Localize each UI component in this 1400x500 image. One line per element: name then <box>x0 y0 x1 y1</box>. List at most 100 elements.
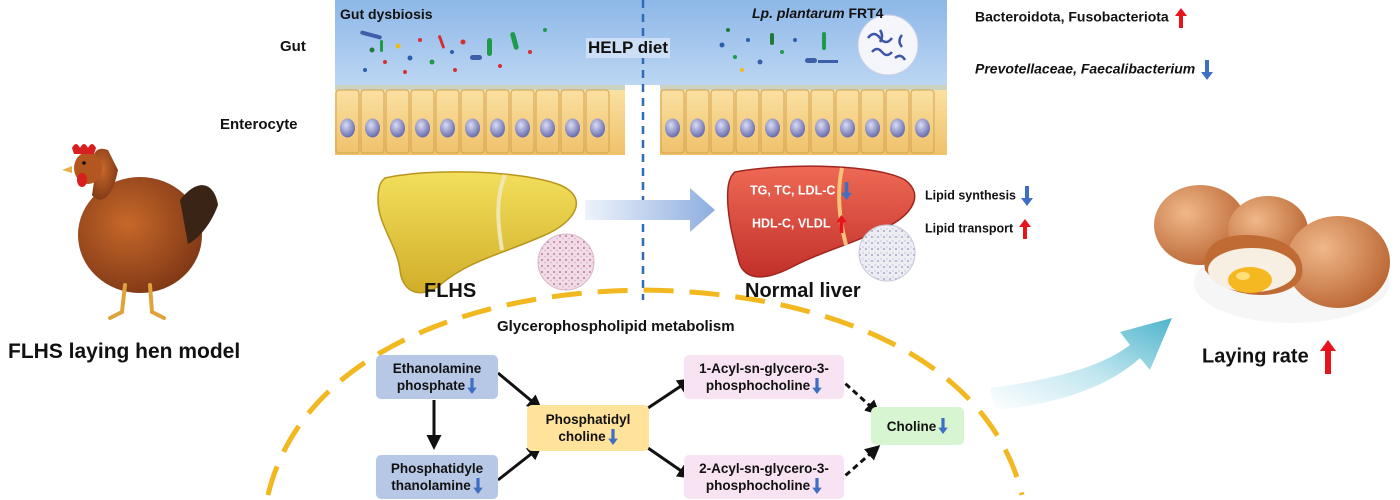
laying-rate-text: Laying rate <box>1202 345 1309 368</box>
microbiota-down-text: Prevotellaceae, Faecalibacterium <box>975 60 1196 77</box>
cell-nucleus <box>740 118 755 138</box>
enterocyte-cell <box>735 89 760 154</box>
flhs-label: FLHS <box>424 280 477 302</box>
eggs-icon <box>1154 185 1390 323</box>
transition-arrow-icon <box>585 188 715 232</box>
cell-nucleus <box>515 118 530 138</box>
ethanolamine-phosphate-line1: Ethanolamine <box>392 360 482 376</box>
help-diet-label: HELP diet <box>586 38 670 58</box>
big-curved-arrow-icon <box>990 318 1172 410</box>
lpc-2-acyl-line2: phosphocholine <box>705 477 811 493</box>
cell-nucleus <box>540 118 555 138</box>
lpc-1-acyl-line2: phosphocholine <box>705 377 811 393</box>
enterocyte-cell <box>560 89 585 154</box>
gut-dysbiosis-label: Gut dysbiosis <box>340 6 433 22</box>
bacteria-icon <box>360 28 547 74</box>
enterocyte-cell <box>460 89 485 154</box>
arrow-down-icon <box>812 478 822 495</box>
cell-nucleus <box>465 118 480 138</box>
cell-nucleus <box>840 118 855 138</box>
lpc-1-acyl-box: 1-Acyl-sn-glycero-3- phosphocholine <box>684 355 844 399</box>
arrow-down-icon <box>1201 60 1214 80</box>
liver-markers-up-text: HDL-C, VLDL <box>752 216 831 231</box>
enterocyte-layer <box>335 85 947 155</box>
arrow-up-icon <box>1018 219 1031 239</box>
cell-nucleus <box>765 118 780 138</box>
enterocyte-cell <box>885 89 910 154</box>
microscope-section-icon <box>537 233 595 291</box>
enterocyte-cell <box>685 89 710 154</box>
probiotic-species: Lp. plantarum <box>752 5 845 21</box>
cell-nucleus <box>390 118 405 138</box>
arrow-up-icon <box>1174 8 1187 28</box>
phosphatidylethanolamine-line1: Phosphatidyle <box>390 460 484 476</box>
cell-nucleus <box>890 118 905 138</box>
probiotic-label: Lp. plantarum FRT4 <box>752 5 883 21</box>
lipid-synthesis: Lipid synthesis <box>925 186 1034 206</box>
microbiota-up: Bacteroidota, Fusobacteriota <box>975 8 1187 28</box>
ethanolamine-phosphate-box: Ethanolamine phosphate <box>376 355 498 399</box>
liver-markers-down: TG, TC, LDL-C <box>750 182 852 200</box>
enterocyte-cell <box>510 89 535 154</box>
lipid-transport: Lipid transport <box>925 219 1031 239</box>
bacteria-icon <box>857 14 919 76</box>
enterocyte-cell <box>585 89 610 154</box>
cell-nucleus <box>915 118 930 138</box>
lpc-2-acyl-line1: 2-Acyl-sn-glycero-3- <box>699 460 829 476</box>
arrow-down-icon <box>607 429 618 446</box>
arrow-down-icon <box>1021 186 1034 206</box>
enterocyte-cell <box>360 89 385 154</box>
metabolism-arc <box>265 287 1025 496</box>
cell-nucleus <box>715 118 730 138</box>
liver-markers-up: HDL-C, VLDL <box>752 215 847 233</box>
microbiota-up-text: Bacteroidota, Fusobacteriota <box>975 8 1169 25</box>
cell-nucleus <box>365 118 380 138</box>
enterocyte-cell <box>785 89 810 154</box>
microscope-section-icon <box>858 224 916 282</box>
liver-markers-down-text: TG, TC, LDL-C <box>750 183 836 198</box>
cell-nucleus <box>815 118 830 138</box>
chicken-icon <box>62 144 218 320</box>
gut-label: Gut <box>280 38 306 55</box>
enterocyte-cell <box>485 89 510 154</box>
cell-nucleus <box>340 118 355 138</box>
arrow-down-icon <box>472 478 483 495</box>
bacteria-icon <box>719 28 838 72</box>
enterocyte-cells <box>335 89 935 154</box>
metabolism-label: Glycerophospholipid metabolism <box>497 318 735 335</box>
enterocyte-cell <box>435 89 460 154</box>
enterocyte-label: Enterocyte <box>220 116 298 133</box>
cell-nucleus <box>865 118 880 138</box>
normal-liver-label: Normal liver <box>745 280 861 302</box>
arrow-down-icon <box>840 182 852 200</box>
phosphatidylcholine-box: Phosphatidyl choline <box>527 405 649 451</box>
cell-nucleus <box>665 118 680 138</box>
lpc-2-acyl-box: 2-Acyl-sn-glycero-3- phosphocholine <box>684 455 844 499</box>
enterocyte-cell <box>835 89 860 154</box>
lpc-1-acyl-line1: 1-Acyl-sn-glycero-3- <box>699 360 829 376</box>
arrow-down-icon <box>938 418 949 434</box>
enterocyte-cell <box>910 89 935 154</box>
laying-rate: Laying rate <box>1202 340 1337 374</box>
cell-nucleus <box>565 118 580 138</box>
cell-nucleus <box>440 118 455 138</box>
normal-liver-icon <box>726 165 916 278</box>
microbiota-down: Prevotellaceae, Faecalibacterium <box>975 60 1214 80</box>
fatty-liver-icon <box>377 171 578 294</box>
cell-nucleus <box>690 118 705 138</box>
choline-text: Choline <box>886 418 937 434</box>
ethanolamine-phosphate-line2: phosphate <box>396 377 466 393</box>
enterocyte-cell <box>660 89 685 154</box>
enterocyte-cell <box>410 89 435 154</box>
lipid-transport-text: Lipid transport <box>925 221 1014 236</box>
probiotic-strain: FRT4 <box>848 5 884 21</box>
enterocyte-cell <box>860 89 885 154</box>
enterocyte-cell <box>810 89 835 154</box>
phosphatidylethanolamine-box: Phosphatidyle thanolamine <box>376 455 498 499</box>
arrow-down-icon <box>467 378 477 395</box>
cell-nucleus <box>790 118 805 138</box>
pathway-arrows <box>426 371 881 484</box>
cell-nucleus <box>590 118 605 138</box>
